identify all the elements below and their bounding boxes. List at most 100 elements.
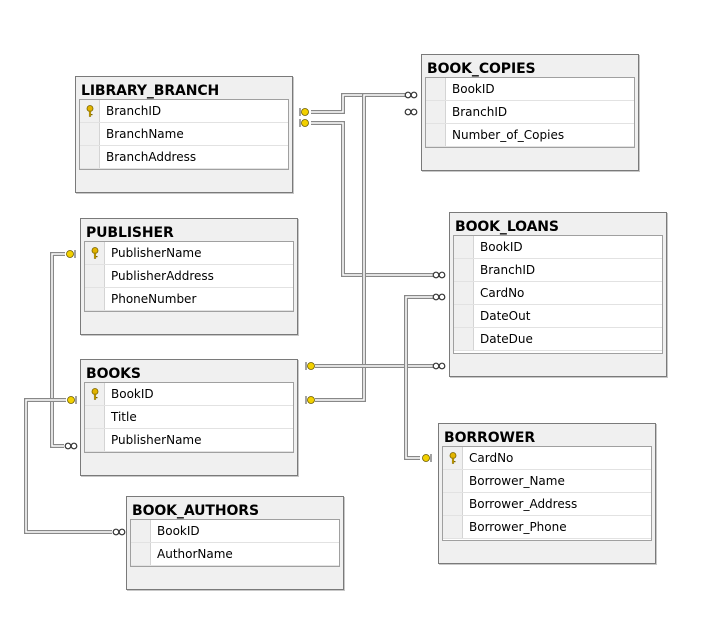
column-row[interactable]: BookID xyxy=(454,236,662,259)
rel-branch-loans[interactable] xyxy=(311,121,433,277)
column-row[interactable]: BranchAddress xyxy=(80,146,288,169)
rel-books-authors[interactable] xyxy=(24,398,112,534)
column-name: BookID xyxy=(111,387,154,401)
table-book-loans[interactable]: BOOK_LOANS BookID BranchID CardNo DateOu… xyxy=(449,212,667,377)
column-row[interactable]: BranchID xyxy=(454,259,662,282)
key-endpoint-tick-icon xyxy=(74,108,432,462)
column-name: Borrower_Address xyxy=(469,497,578,511)
column-list: PublisherName PublisherAddress PhoneNumb… xyxy=(84,241,294,312)
row-selector xyxy=(454,236,474,258)
row-selector xyxy=(454,259,474,281)
table-library-branch[interactable]: LIBRARY_BRANCH BranchID BranchName Branc… xyxy=(75,76,293,193)
infinity-endpoint-icon xyxy=(64,91,446,536)
table-title: BORROWER xyxy=(444,430,536,446)
row-selector xyxy=(426,124,446,146)
column-row[interactable]: PhoneNumber xyxy=(85,288,293,311)
primary-key-icon xyxy=(91,247,99,259)
column-list: BookID AuthorName xyxy=(130,519,340,567)
column-row[interactable]: BranchID xyxy=(426,101,634,124)
column-list: BookID BranchID Number_of_Copies xyxy=(425,77,635,148)
column-list: BranchID BranchName BranchAddress xyxy=(79,99,289,170)
column-name: BranchID xyxy=(106,104,162,118)
row-selector xyxy=(80,146,100,168)
column-name: BookID xyxy=(480,240,523,254)
column-name: DateDue xyxy=(480,332,533,346)
row-selector xyxy=(443,493,463,515)
column-name: CardNo xyxy=(480,286,525,300)
row-selector xyxy=(85,242,105,264)
column-row[interactable]: Borrower_Address xyxy=(443,493,651,516)
column-row[interactable]: DateDue xyxy=(454,328,662,351)
table-title: BOOK_AUTHORS xyxy=(132,503,259,519)
row-selector xyxy=(80,123,100,145)
rel-branch-copies[interactable] xyxy=(311,93,405,114)
column-row[interactable]: PublisherName xyxy=(85,429,293,452)
rel-publisher-books[interactable] xyxy=(50,252,65,448)
column-row[interactable]: DateOut xyxy=(454,305,662,328)
table-title: BOOK_LOANS xyxy=(455,219,559,235)
column-name: DateOut xyxy=(480,309,531,323)
column-name: PhoneNumber xyxy=(111,292,197,306)
primary-key-icon xyxy=(91,388,99,400)
column-name: CardNo xyxy=(469,451,514,465)
row-selector xyxy=(443,447,463,469)
column-list: BookID BranchID CardNo DateOut DateDue xyxy=(453,235,663,354)
column-row[interactable]: BranchName xyxy=(80,123,288,146)
table-publisher[interactable]: PUBLISHER PublisherName PublisherAddress… xyxy=(80,218,298,335)
table-book-authors[interactable]: BOOK_AUTHORS BookID AuthorName xyxy=(126,496,344,590)
row-selector xyxy=(85,265,105,287)
table-borrower[interactable]: BORROWER CardNo Borrower_Name Borrower_A… xyxy=(438,423,656,564)
row-selector xyxy=(454,328,474,350)
column-row[interactable]: PublisherAddress xyxy=(85,265,293,288)
column-name: BranchID xyxy=(480,263,536,277)
column-name: AuthorName xyxy=(157,547,233,561)
column-name: Number_of_Copies xyxy=(452,128,565,142)
rel-books-copies[interactable] xyxy=(315,93,405,402)
column-row[interactable]: BookID xyxy=(85,383,293,406)
column-row[interactable]: Borrower_Phone xyxy=(443,516,651,539)
column-name: BookID xyxy=(157,524,200,538)
column-name: BranchName xyxy=(106,127,184,141)
column-name: PublisherName xyxy=(111,433,202,447)
column-row[interactable]: CardNo xyxy=(454,282,662,305)
column-name: Title xyxy=(111,410,137,424)
column-row[interactable]: Number_of_Copies xyxy=(426,124,634,147)
row-selector xyxy=(454,282,474,304)
column-row[interactable]: BookID xyxy=(131,520,339,543)
key-endpoint-icon xyxy=(66,108,430,462)
row-selector xyxy=(85,406,105,428)
table-title: BOOKS xyxy=(86,366,141,382)
row-selector xyxy=(443,516,463,538)
row-selector xyxy=(85,383,105,405)
row-selector xyxy=(85,429,105,451)
column-list: BookID Title PublisherName xyxy=(84,382,294,453)
column-name: BookID xyxy=(452,82,495,96)
column-row[interactable]: AuthorName xyxy=(131,543,339,566)
rel-borrower-loans[interactable] xyxy=(404,295,433,460)
table-books[interactable]: BOOKS BookID Title PublisherName xyxy=(80,359,298,476)
column-row[interactable]: CardNo xyxy=(443,447,651,470)
column-name: PublisherName xyxy=(111,246,202,260)
row-selector xyxy=(80,100,100,122)
column-row[interactable]: BranchID xyxy=(80,100,288,123)
table-book-copies[interactable]: BOOK_COPIES BookID BranchID Number_of_Co… xyxy=(421,54,639,171)
column-name: BranchID xyxy=(452,105,508,119)
column-name: Borrower_Name xyxy=(469,474,565,488)
column-row[interactable]: PublisherName xyxy=(85,242,293,265)
column-list: CardNo Borrower_Name Borrower_Address Bo… xyxy=(442,446,652,541)
primary-key-icon xyxy=(86,105,94,117)
column-name: PublisherAddress xyxy=(111,269,214,283)
row-selector xyxy=(85,288,105,310)
row-selector xyxy=(443,470,463,492)
row-selector xyxy=(426,78,446,100)
row-selector xyxy=(131,520,151,542)
column-row[interactable]: Title xyxy=(85,406,293,429)
column-name: Borrower_Phone xyxy=(469,520,567,534)
column-name: BranchAddress xyxy=(106,150,197,164)
table-title: BOOK_COPIES xyxy=(427,61,536,77)
table-title: PUBLISHER xyxy=(86,225,174,241)
row-selector xyxy=(426,101,446,123)
column-row[interactable]: BookID xyxy=(426,78,634,101)
column-row[interactable]: Borrower_Name xyxy=(443,470,651,493)
